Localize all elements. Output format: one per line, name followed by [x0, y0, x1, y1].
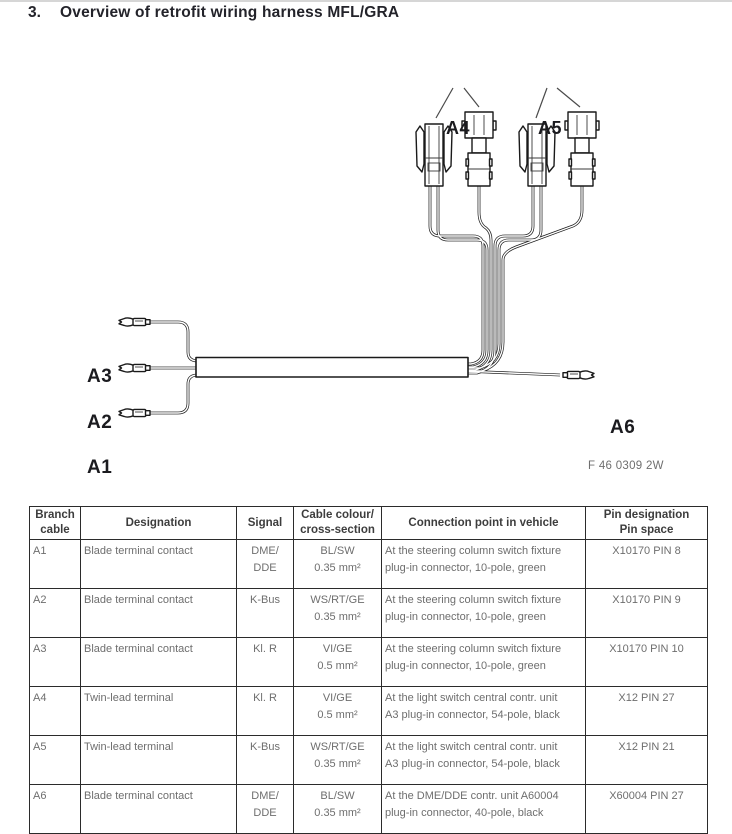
- header-branch-cable: Branch cable: [29, 506, 81, 540]
- cell-signal: DME/ DDE: [236, 784, 294, 834]
- header-connection-point: Connection point in vehicle: [381, 506, 586, 540]
- cell-designation: Twin-lead terminal: [80, 686, 237, 736]
- cell-designation: Twin-lead terminal: [80, 735, 237, 785]
- cell-cable: BL/SW 0.35 mm²: [293, 539, 382, 589]
- branch-label-a2: A2: [87, 412, 113, 433]
- cell-connection: At the light switch central contr. unit …: [381, 686, 586, 736]
- figure-reference-number: F 46 0309 2W: [588, 460, 664, 472]
- table-row: A1 Blade terminal contact DME/ DDE BL/SW…: [29, 539, 708, 589]
- cell-signal: K-Bus: [236, 735, 294, 785]
- table-row: A4 Twin-lead terminal Kl. R VI/GE 0.5 mm…: [29, 686, 708, 736]
- cell-pin: X10170 PIN 8: [585, 539, 708, 589]
- branch-label-a6: A6: [610, 417, 636, 438]
- header-cable-colour: Cable colour/ cross-section: [293, 506, 382, 540]
- cell-pin: X10170 PIN 9: [585, 588, 708, 638]
- cell-designation: Blade terminal contact: [80, 539, 237, 589]
- branch-label-a3: A3: [87, 366, 113, 387]
- cell-cable: VI/GE 0.5 mm²: [293, 637, 382, 687]
- cell-designation: Blade terminal contact: [80, 637, 237, 687]
- header-designation: Designation: [80, 506, 237, 540]
- cell-signal: K-Bus: [236, 588, 294, 638]
- blade-terminal-a2: [118, 363, 151, 373]
- label-pointer-lines: [435, 87, 581, 119]
- cell-designation: Blade terminal contact: [80, 588, 237, 638]
- section-number: 3.: [28, 4, 41, 21]
- table-row: A5 Twin-lead terminal K-Bus WS/RT/GE 0.3…: [29, 735, 708, 785]
- cell-branch: A5: [29, 735, 81, 785]
- cell-pin: X12 PIN 27: [585, 686, 708, 736]
- cell-branch: A2: [29, 588, 81, 638]
- cell-pin: X12 PIN 21: [585, 735, 708, 785]
- cell-signal: Kl. R: [236, 686, 294, 736]
- cell-signal: Kl. R: [236, 637, 294, 687]
- cell-cable: BL/SW 0.35 mm²: [293, 784, 382, 834]
- table-row: A2 Blade terminal contact K-Bus WS/RT/GE…: [29, 588, 708, 638]
- cell-connection: At the light switch central contr. unit …: [381, 735, 586, 785]
- branch-label-a5: A5: [538, 118, 563, 138]
- harness-sleeve: [195, 356, 469, 378]
- page-top-edge: [0, 0, 732, 2]
- cell-connection: At the steering column switch fixture pl…: [381, 539, 586, 589]
- cell-branch: A4: [29, 686, 81, 736]
- cell-pin: X10170 PIN 10: [585, 637, 708, 687]
- table-row: A6 Blade terminal contact DME/ DDE BL/SW…: [29, 784, 708, 834]
- plug-connector-a5: [564, 111, 600, 187]
- wiring-harness-diagram: A4 A5 A3 A2 A1 A6: [0, 55, 732, 500]
- wiring-harness-drawing: [118, 87, 600, 418]
- table-row: A3 Blade terminal contact Kl. R VI/GE 0.…: [29, 637, 708, 687]
- blade-terminal-a1: [118, 408, 151, 418]
- cell-branch: A6: [29, 784, 81, 834]
- cell-cable: WS/RT/GE 0.35 mm²: [293, 588, 382, 638]
- cell-branch: A1: [29, 539, 81, 589]
- cell-pin: X60004 PIN 27: [585, 784, 708, 834]
- cell-connection: At the steering column switch fixture pl…: [381, 588, 586, 638]
- branch-label-a4: A4: [446, 118, 471, 138]
- cell-cable: WS/RT/GE 0.35 mm²: [293, 735, 382, 785]
- cell-designation: Blade terminal contact: [80, 784, 237, 834]
- cell-cable: VI/GE 0.5 mm²: [293, 686, 382, 736]
- blade-terminal-a6: [562, 370, 595, 380]
- cell-branch: A3: [29, 637, 81, 687]
- header-signal: Signal: [236, 506, 294, 540]
- branch-label-a1: A1: [87, 457, 113, 478]
- cell-connection: At the DME/DDE contr. unit A60004 plug-i…: [381, 784, 586, 834]
- header-pin-designation: Pin designation Pin space: [585, 506, 708, 540]
- harness-wires: [150, 186, 584, 415]
- wiring-spec-table: Branch cable Designation Signal Cable co…: [29, 506, 708, 834]
- blade-terminal-a3: [118, 317, 151, 327]
- cell-signal: DME/ DDE: [236, 539, 294, 589]
- cell-connection: At the steering column switch fixture pl…: [381, 637, 586, 687]
- table-header-row: Branch cable Designation Signal Cable co…: [29, 506, 708, 540]
- page-title: Overview of retrofit wiring harness MFL/…: [60, 4, 400, 21]
